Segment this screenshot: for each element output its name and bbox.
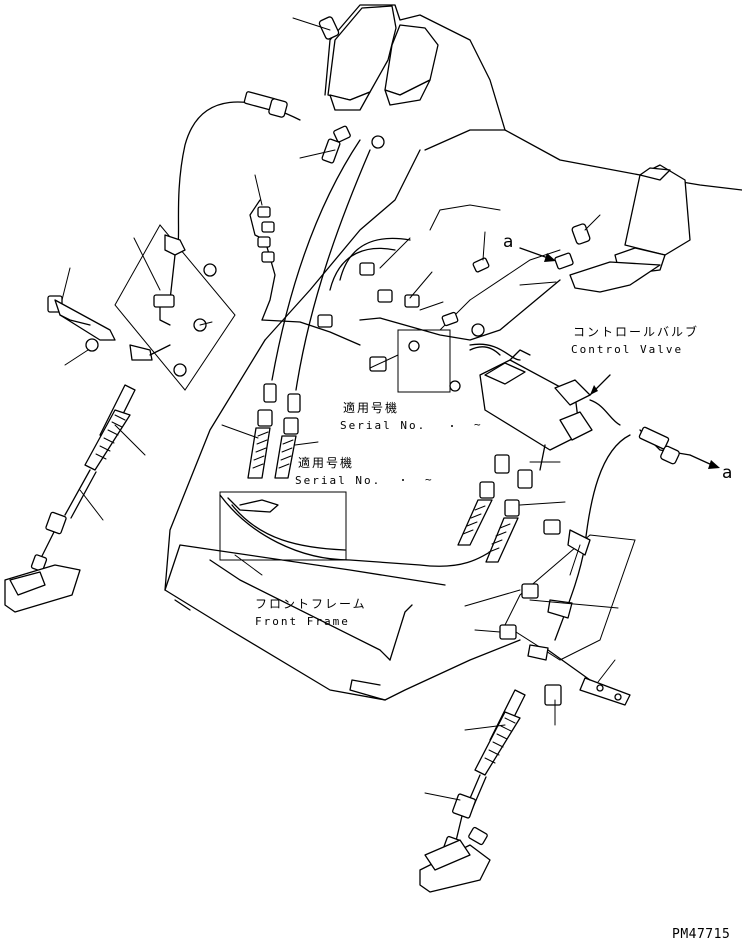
front-frame-label-jp: フロントフレーム [255, 597, 367, 611]
serial-label-jp-1: 適用号機 [343, 401, 400, 415]
control-valve-label-jp: コントロールバルブ [573, 325, 700, 339]
upper-bracket [318, 5, 439, 111]
right-middle-cables [457, 426, 691, 563]
serial-range-2: ~ [425, 473, 434, 486]
serial-label-en-2: Serial No. [295, 474, 382, 487]
drawing-code: PM47715 [672, 927, 731, 942]
serial-range-marks [402, 425, 453, 481]
left-lever-assembly [4, 224, 236, 613]
arrow-right-icon [708, 460, 720, 469]
serial-detail-box-1 [369, 329, 451, 393]
leader-lines [61, 17, 619, 801]
right-lever-assembly [419, 519, 636, 893]
reference-letter-a-top: a [503, 232, 514, 252]
rear-bracket [569, 164, 691, 293]
reference-arrows [519, 247, 720, 469]
serial-range-1: ~ [474, 418, 483, 431]
center-cables [247, 383, 301, 479]
upper-fittings [243, 91, 574, 392]
arrow-right-icon [544, 253, 556, 262]
control-valve [469, 346, 621, 471]
reference-letter-a-right: a [722, 463, 733, 483]
front-frame-label-en: Front Frame [255, 615, 350, 628]
serial-detail-box-2 [219, 491, 347, 561]
serial-label-en-1: Serial No. [340, 419, 427, 432]
serial-label-jp-2: 適用号機 [298, 456, 355, 470]
control-valve-label-en: Control Valve [571, 343, 684, 356]
